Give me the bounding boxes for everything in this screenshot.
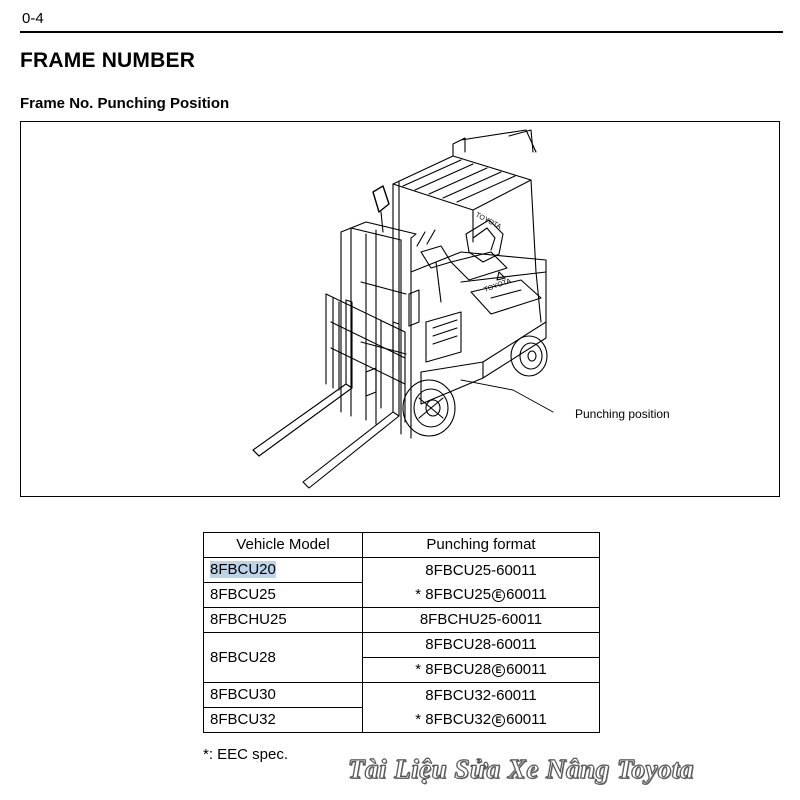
eec-mark-icon: E <box>492 588 506 602</box>
operator-seat <box>450 219 508 281</box>
eec-mark-icon: E <box>492 664 506 677</box>
format-cell: 8FBCU28-60011 <box>362 632 600 658</box>
eec-mark-icon: E <box>492 713 506 727</box>
model-cell: 8FBCU30 <box>203 682 363 708</box>
table-row: 8FBCU32 <box>203 707 600 733</box>
brand-mark: TOYOTA TOYOTA <box>474 212 512 294</box>
table-row: 8FBCU28 8FBCU28-60011 <box>203 632 600 683</box>
callout-leader <box>460 379 554 413</box>
chassis <box>408 251 547 405</box>
svg-text:TOYOTA: TOYOTA <box>474 212 502 232</box>
format-eec-prefix: * 8FBCU25 <box>415 585 492 603</box>
format-eec-prefix: * 8FBCU32 <box>415 710 492 728</box>
punching-format-table: Vehicle Model Punching format 8FBCU20 8F… <box>203 532 600 733</box>
steering-column <box>416 229 452 303</box>
punching-position-label: Punching position <box>575 407 670 421</box>
table-row: 8FBCU25 <box>203 582 600 608</box>
column-header-punching-format: Punching format <box>362 532 600 558</box>
format-standard: 8FBCU25-60011 <box>425 561 537 579</box>
column-header-vehicle-model: Vehicle Model <box>203 532 363 558</box>
header-rule <box>20 31 783 33</box>
front-wheel <box>402 379 456 437</box>
format-standard: 8FBCU32-60011 <box>425 686 537 704</box>
format-eec-suffix: 60011 <box>506 661 547 678</box>
format-eec-suffix: 60011 <box>506 585 547 603</box>
model-cell: 8FBCHU25 <box>203 607 363 633</box>
table-header-row: Vehicle Model Punching format <box>203 532 600 558</box>
model-cell: 8FBCU32 <box>203 707 363 733</box>
footnote: *: EEC spec. <box>203 746 289 763</box>
overhead-guard <box>372 129 542 373</box>
rear-wheel <box>510 335 548 377</box>
format-eec-suffix: 60011 <box>506 710 547 728</box>
format-cell: 8FBCHU25-60011 <box>362 607 600 633</box>
model-cell: 8FBCU28 <box>203 632 363 683</box>
table-row: 8FBCHU25 8FBCHU25-60011 <box>203 607 600 633</box>
figure-frame: TOYOTA TOYOTA Punching position <box>20 121 780 497</box>
section-subtitle: Frame No. Punching Position <box>20 95 230 112</box>
selected-text-highlight: 8FBCU20 <box>210 561 276 578</box>
model-cell: 8FBCU25 <box>203 582 363 608</box>
section-title: FRAME NUMBER <box>20 49 196 72</box>
format-eec-prefix: * 8FBCU28 <box>415 661 492 678</box>
watermark: Tài Liệu Sửa Xe Nâng Toyota <box>348 754 694 785</box>
forklift-illustration: TOYOTA TOYOTA <box>252 129 554 489</box>
page-number: 0-4 <box>22 10 44 27</box>
model-cell[interactable]: 8FBCU20 <box>203 557 363 583</box>
